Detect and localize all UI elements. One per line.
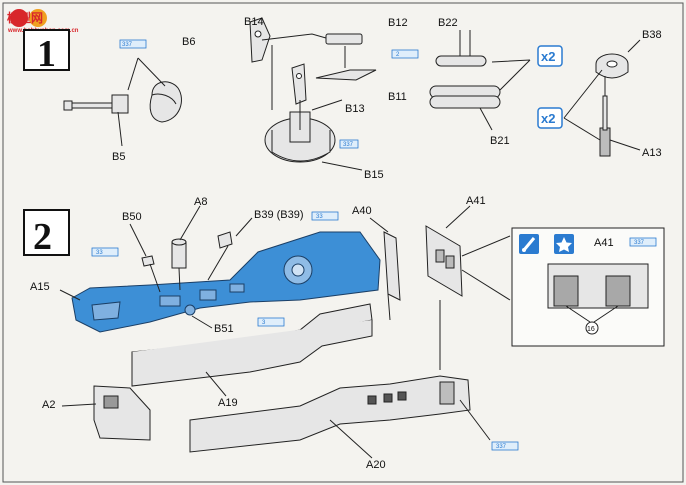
deck-details [91,255,313,321]
part-a13 [599,95,611,157]
svg-text:337: 337 [634,240,645,246]
leader-a40-a41 [369,205,511,370]
label-b38: B38 [642,29,662,41]
part-b12 [325,33,363,45]
leader-b-mast [261,33,346,130]
color-ref-7: 337 [491,441,519,451]
part-a19 [131,303,373,387]
decal-marker [585,321,599,335]
leader-b13 [311,99,343,111]
brush-icon [519,234,539,254]
label-a15: A15 [30,281,50,293]
svg-text:337: 337 [343,142,354,148]
label-b11: B11 [388,91,407,103]
part-a41 [425,225,463,297]
leader-a15 [59,289,81,301]
step-1-number: 1 [37,33,56,75]
svg-text:337: 337 [496,444,507,450]
leader-b5 [117,111,123,147]
label-a19: A19 [218,397,238,409]
color-ref-8: 337 [339,139,359,149]
label-b39: B39 (B39) [254,209,304,221]
inset-hatch-right [605,275,631,307]
quantity-badge-2: x2 [537,107,563,129]
leader-step2-small [129,205,253,329]
label-a2: A2 [42,399,55,411]
step-2-number: 2 [33,216,52,258]
step-2-badge: 2 [23,209,70,258]
leader-hull [61,399,491,459]
label-a41-detail: A41 [594,237,614,249]
part-b39 [217,231,233,249]
color-ref-4: 3 [257,317,285,327]
label-a40: A40 [352,205,372,217]
part-a20 [189,375,471,453]
inset-hatch-left [553,275,579,307]
svg-text:x2: x2 [541,49,555,64]
leader-b6 [127,57,166,91]
label-a8: A8 [194,196,207,208]
part-a8 [171,238,187,269]
color-ref-5: 33 [311,211,339,221]
label-b22: B22 [438,17,458,29]
svg-text:337: 337 [122,42,133,48]
part-b22 [435,55,487,67]
color-ref-6: 337 [629,237,657,247]
color-ref-2: 2 [391,49,419,59]
watermark-title: 模型网 [7,10,43,25]
step-1-badge: 1 [23,29,70,75]
leader-a19 [205,371,227,397]
svg-text:33: 33 [96,250,103,256]
label-b13: B13 [345,103,365,115]
part-b5-gun [63,94,129,114]
quantity-badge-1: x2 [537,45,563,67]
part-a2 [93,385,151,441]
part-a40 [383,231,401,301]
part-b38 [595,53,629,79]
label-a20: A20 [366,459,386,471]
part-b50 [141,255,155,267]
color-ref-3: 33 [91,247,119,257]
label-b21: B21 [490,135,510,147]
svg-text:x2: x2 [541,111,555,126]
color-ref-1: 337 [119,39,147,49]
part-b21 [429,85,501,109]
decal-number: 16 [587,326,595,333]
label-b51: B51 [214,323,234,335]
label-b15: B15 [364,169,384,181]
leader-b38-a13 [563,39,641,151]
label-a13: A13 [642,147,662,159]
label-b6: B6 [182,36,195,48]
label-b12: B12 [388,17,408,29]
label-b5: B5 [112,151,125,163]
label-b50: B50 [122,211,142,223]
leader-b15 [321,161,363,171]
svg-text:33: 33 [316,214,323,220]
part-b13 [291,63,307,105]
part-b14 [249,17,271,63]
part-b6-shield [149,81,182,123]
part-b11 [315,69,377,81]
svg-text:2: 2 [396,52,400,58]
svg-text:3: 3 [262,320,266,326]
leader-b21-b22 [459,30,531,131]
label-a41: A41 [466,195,486,207]
detail-inset: A41 337 16 [511,227,665,347]
star-icon [554,234,574,254]
label-b14: B14 [244,16,264,28]
